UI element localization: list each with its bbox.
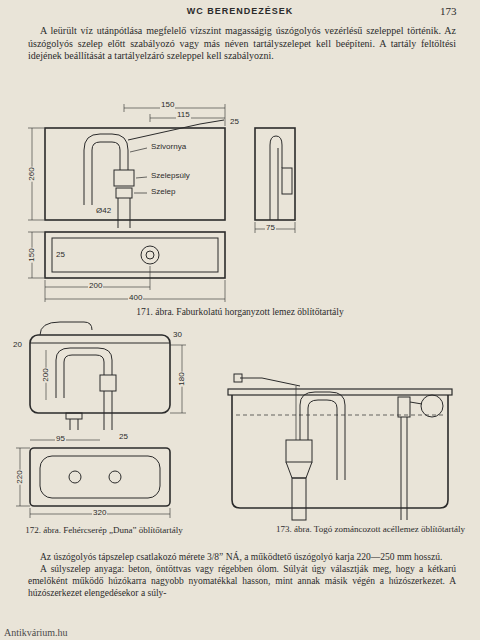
dimension-number: 25 — [229, 118, 240, 127]
dimension-number: 200 — [88, 282, 103, 291]
dimension-number: 150 — [28, 247, 37, 262]
fig173-tank — [228, 374, 452, 520]
dimension-number: 200 — [42, 367, 51, 382]
dimension-number: 400 — [128, 294, 143, 303]
part-name: Szivornya — [150, 143, 187, 152]
fig171-front-view — [28, 104, 225, 228]
fig171-plan-view — [28, 232, 225, 302]
dimension-number: 320 — [92, 509, 107, 518]
dimension-number: 220 — [16, 469, 25, 484]
part-name: Szelep — [150, 188, 176, 197]
fig172-views — [16, 322, 186, 518]
dimension-number: 115 — [176, 111, 191, 120]
figure-caption: 173. ábra. Togó zománcozott acéllemez öb… — [268, 524, 473, 535]
page-number: 173 — [440, 5, 457, 17]
dimension-number: Ø42 — [95, 207, 112, 216]
running-header: WC BERENDEZÉSEK — [0, 7, 480, 17]
dimension-number: 30 — [172, 331, 183, 340]
watermark: Antikvárium.hu — [4, 627, 68, 638]
body-paragraph: A leürült víz utánpótlása megfelelő vízs… — [28, 25, 456, 63]
figure-caption: 172. ábra. Fehércserép „Duna” öblítőtart… — [4, 525, 204, 536]
body-paragraph: Az úszógolyós tápszelep csatlakozó méret… — [28, 552, 456, 564]
body-paragraph: A súlyszelep anyaga: beton, öntöttvas va… — [28, 564, 456, 600]
dimension-number: 150 — [160, 101, 175, 110]
dimension-number: 180 — [178, 371, 187, 386]
dimension-number: 260 — [28, 166, 37, 181]
dimension-number: 95 — [55, 435, 66, 444]
dimension-number: 25 — [118, 433, 129, 442]
dimension-number: 20 — [12, 341, 23, 350]
dimension-number: 75 — [265, 224, 276, 233]
dimension-number: 25 — [55, 251, 66, 260]
figure-caption: 171. ábra. Faburkolatú horganyzott lemez… — [20, 307, 460, 319]
part-name: Szelepsúly — [150, 172, 191, 181]
fig171-side-view — [255, 128, 295, 233]
